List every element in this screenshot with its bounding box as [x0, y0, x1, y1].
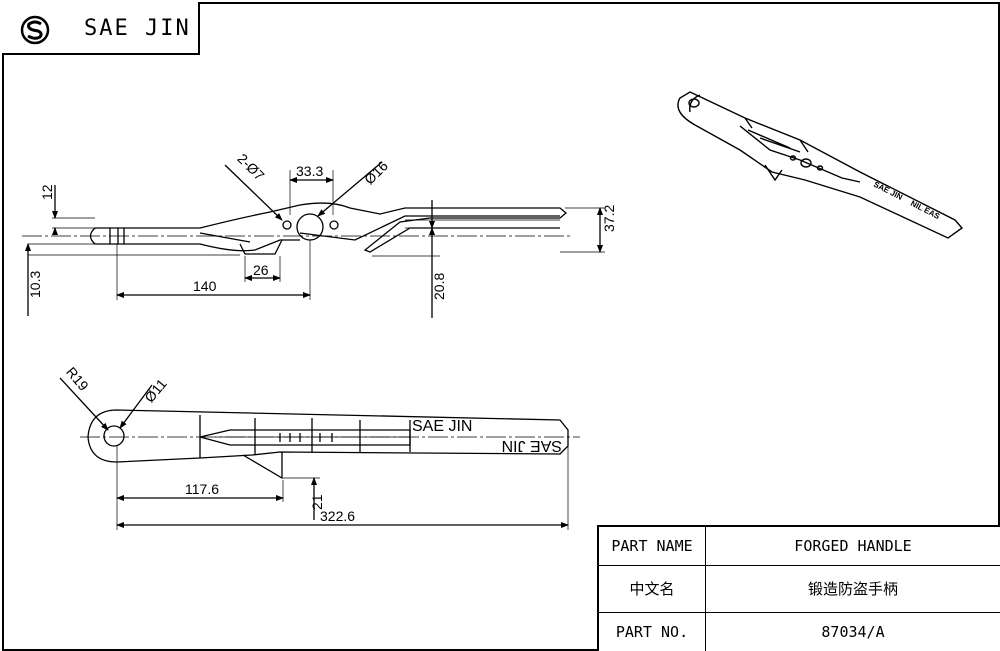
- dim-radius: R19: [63, 364, 92, 394]
- dim-big-hole: Ø16: [361, 157, 391, 187]
- dim-offset: 10.3: [27, 271, 43, 298]
- title-row: PART NAME FORGED HANDLE: [599, 527, 1000, 567]
- dim-height: 37.2: [601, 205, 617, 232]
- dim-h-21: 21: [309, 494, 325, 510]
- emboss-bottom: SAE JIN: [502, 437, 562, 454]
- bottom-emboss: SAE JIN SAE JIN: [412, 418, 562, 454]
- title-block-table: PART NAME FORGED HANDLE 中文名 锻造防盗手柄 PART …: [599, 527, 1000, 651]
- dim-total: 322.6: [320, 508, 355, 524]
- title-label: PART NAME: [599, 527, 706, 567]
- isometric-emboss: SAE JIN NIL EAS: [872, 180, 942, 222]
- dim-rise: 20.8: [431, 273, 447, 300]
- title-value: 锻造防盗手柄: [705, 565, 1000, 613]
- title-row: PART NO. 87034/A: [599, 611, 1000, 651]
- title-label: 中文名: [599, 565, 706, 613]
- dim-thick: 12: [39, 184, 55, 200]
- dim-foot: 26: [253, 262, 269, 278]
- svg-text:SAE JIN: SAE JIN: [872, 180, 904, 202]
- title-row: 中文名 锻造防盗手柄: [599, 565, 1000, 613]
- top-view-dims: 2-Ø7 33.3 Ø16 12 37.2 26 10.3 140 20.8: [27, 150, 617, 300]
- dim-pitch: 33.3: [296, 163, 323, 179]
- top-view: [22, 161, 605, 318]
- dim-length-140: 140: [193, 278, 217, 294]
- title-value: 87034/A: [705, 611, 1000, 651]
- bottom-view: [59, 377, 580, 530]
- brand-name: SAE JIN: [84, 16, 191, 41]
- logo-box: SAE JIN: [2, 2, 200, 55]
- sj-s-logo-icon: [20, 15, 50, 45]
- title-label: PART NO.: [599, 611, 706, 651]
- dim-hole: Ø11: [141, 376, 170, 406]
- emboss-top: SAE JIN: [412, 418, 472, 435]
- svg-text:NIL EAS: NIL EAS: [909, 199, 942, 222]
- title-block: PART NAME FORGED HANDLE 中文名 锻造防盗手柄 PART …: [597, 525, 1000, 651]
- isometric-view: [677, 91, 964, 239]
- title-value: FORGED HANDLE: [705, 527, 1000, 567]
- dim-len-117: 117.6: [185, 481, 219, 497]
